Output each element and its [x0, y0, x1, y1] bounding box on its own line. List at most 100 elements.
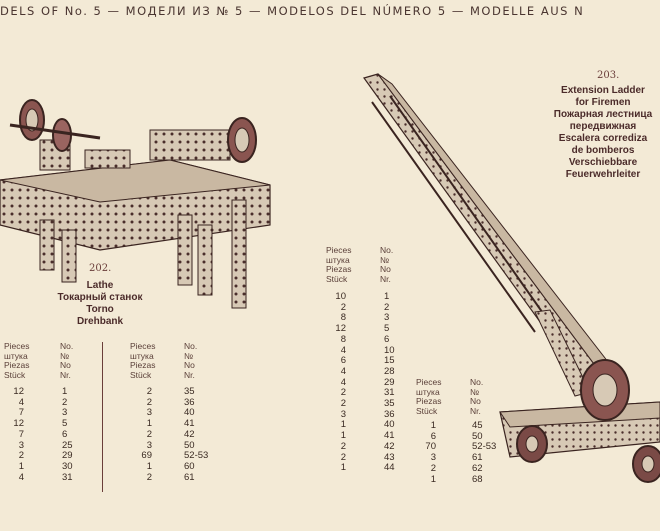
lathe-pieces-header-b: Pieces штука Piezas Stück — [130, 341, 156, 380]
ladder-title-en-1: Extension Ladder — [561, 85, 645, 96]
piece-count: 3 — [430, 452, 436, 464]
part-number: 6 — [62, 428, 68, 440]
piece-count: 7 — [18, 428, 24, 440]
piece-count: 3 — [340, 408, 346, 420]
piece-count: 12 — [13, 386, 24, 397]
part-number: 25 — [62, 439, 73, 451]
piece-count: 1 — [340, 430, 346, 442]
lathe-title-ru: Токарный станок — [57, 292, 143, 303]
parts-row: 1 41 — [316, 430, 406, 441]
ladder-titles: Extension Ladder for Firemen Пожарная ле… — [540, 85, 660, 181]
ladder-title-es-1: Escalera corrediza — [558, 133, 648, 144]
piece-count: 1 — [18, 460, 24, 472]
piece-count: 2 — [340, 440, 346, 452]
part-number: 35 — [384, 398, 395, 409]
part-number: 52-53 — [184, 450, 209, 462]
part-number: 50 — [184, 439, 195, 451]
parts-row: 3 25 — [0, 440, 100, 451]
part-number: 28 — [384, 365, 395, 377]
lathe-illustration — [0, 99, 271, 309]
piece-count: 2 — [146, 428, 152, 440]
part-number: 44 — [384, 462, 395, 474]
piece-count: 2 — [340, 387, 346, 399]
part-number: 35 — [184, 386, 195, 397]
lathe-title-es: Torno — [86, 304, 114, 315]
piece-count: 70 — [425, 441, 436, 453]
piece-count: 8 — [340, 312, 346, 324]
part-number: 29 — [384, 376, 395, 388]
ladder-illustration — [363, 73, 660, 483]
piece-count: 12 — [335, 323, 346, 335]
ladder-model-number: 203. — [597, 70, 620, 81]
part-number: 45 — [472, 420, 483, 431]
part-number: 52-53 — [472, 441, 497, 453]
piece-count: 2 — [430, 462, 436, 474]
part-number: 31 — [62, 471, 73, 483]
lathe-title-de: Drehbank — [76, 316, 124, 327]
part-number: 50 — [472, 430, 483, 442]
ladder-title-ru-1: Пожарная лестница — [553, 109, 653, 120]
piece-count: 1 — [146, 418, 152, 430]
piece-count: 1 — [340, 419, 346, 431]
lathe-no-header-a: No. № No Nr. — [60, 341, 74, 380]
part-number: 60 — [184, 460, 195, 472]
part-number: 30 — [62, 460, 73, 472]
part-number: 1 — [384, 291, 390, 302]
piece-count: 2 — [146, 471, 152, 483]
part-number: 31 — [384, 387, 395, 399]
piece-count: 1 — [430, 473, 436, 485]
parts-row: 4 31 — [0, 472, 100, 483]
parts-row: 4 29 — [316, 377, 406, 388]
ladder-title-de-1: Verschiebbare — [568, 157, 638, 168]
ladder-pieces-header-b: Pieces штука Piezas Stück — [416, 377, 442, 416]
piece-count: 3 — [18, 439, 24, 451]
piece-count: 69 — [141, 450, 152, 462]
piece-count: 4 — [18, 471, 24, 483]
parts-row: 2 35 — [120, 386, 230, 397]
ladder-title-ru-2: передвижная — [569, 121, 637, 132]
ladder-no-header-a: No. № No Nr. — [380, 245, 394, 284]
lathe-no-header-b: No. № No Nr. — [184, 341, 198, 380]
part-number: 1 — [62, 386, 68, 397]
piece-count: 3 — [146, 439, 152, 451]
part-number: 6 — [384, 333, 390, 345]
piece-count: 4 — [340, 376, 346, 388]
lathe-table-divider — [102, 342, 103, 492]
piece-count: 4 — [18, 396, 24, 408]
page-header-text: DELS OF No. 5 — МОДЕЛИ ИЗ № 5 — MODELOS … — [0, 4, 585, 18]
part-number: 41 — [184, 418, 195, 430]
part-number: 5 — [384, 323, 390, 335]
piece-count: 2 — [146, 386, 152, 397]
piece-count: 2 — [340, 398, 346, 409]
part-number: 43 — [384, 451, 395, 463]
lathe-parts-table: Pieces штука Piezas Stück No. № No Nr. P… — [0, 341, 230, 502]
part-number: 36 — [384, 408, 395, 420]
parts-row: 70 52-53 — [410, 441, 500, 452]
piece-count: 6 — [340, 355, 346, 367]
part-number: 41 — [384, 430, 395, 442]
ladder-parts-table-b: Pieces штука Piezas Stück No. № No Nr. 1… — [410, 377, 500, 498]
part-number: 62 — [472, 462, 483, 474]
piece-count: 10 — [335, 291, 346, 302]
piece-count: 2 — [146, 396, 152, 408]
lathe-pieces-header-a: Pieces штука Piezas Stück — [4, 341, 30, 380]
piece-count: 8 — [340, 333, 346, 345]
